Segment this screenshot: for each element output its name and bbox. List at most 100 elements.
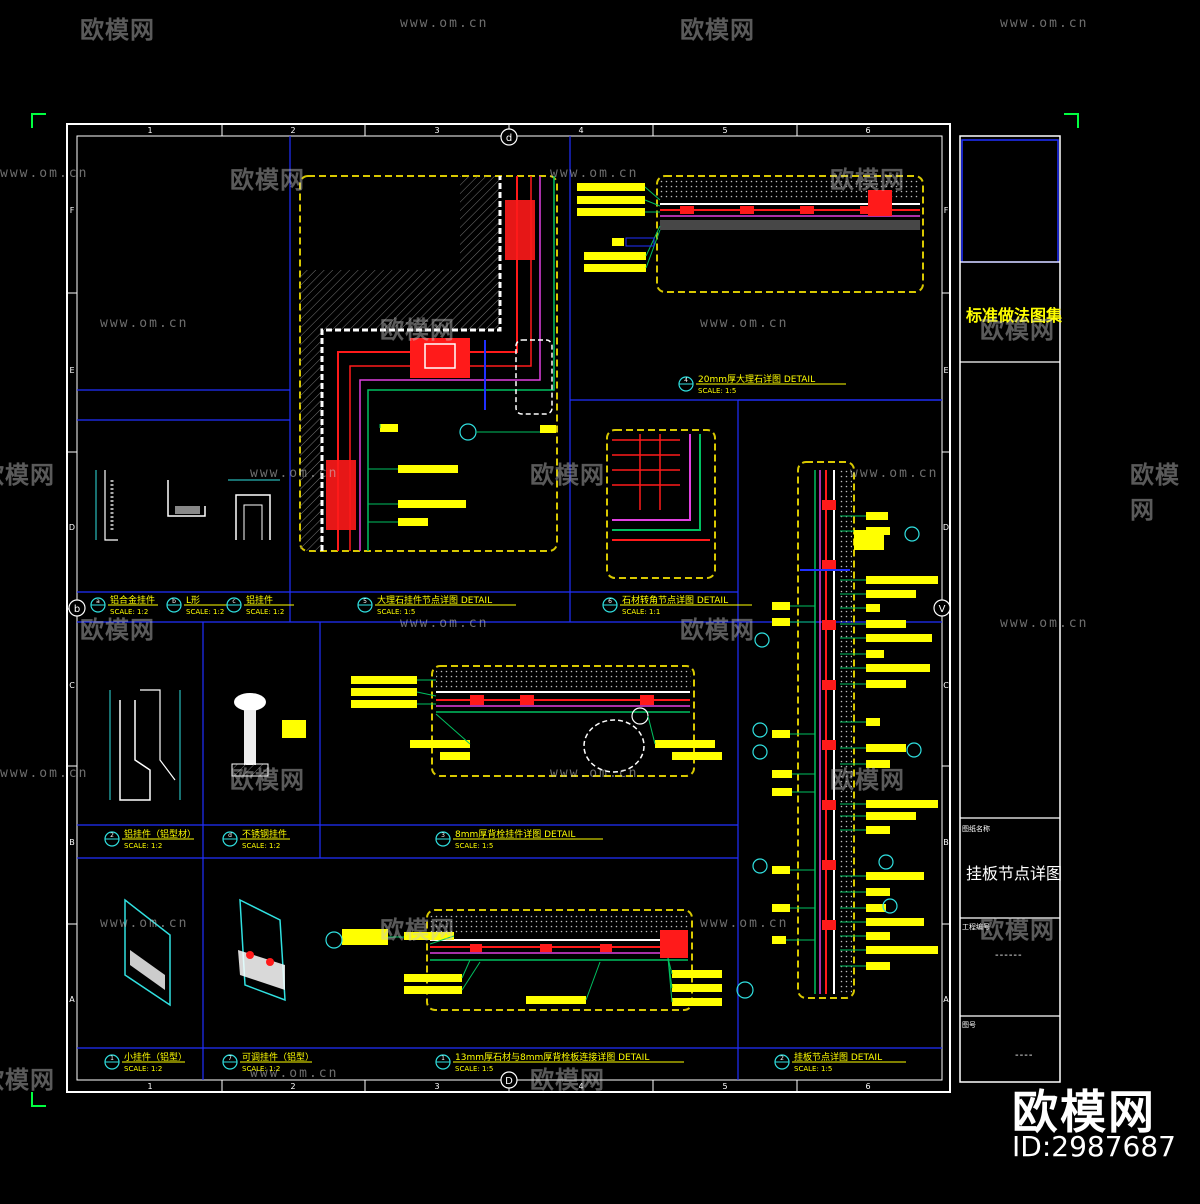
leader-line	[435, 713, 471, 745]
leader-line	[645, 229, 661, 269]
grid-row-label: C	[943, 681, 949, 690]
leader-line	[429, 935, 455, 945]
detail-scale: SCALE: 1:5	[377, 608, 415, 616]
title-block-sheet-name: 挂板节点详图	[966, 864, 1063, 883]
leader-line	[667, 957, 673, 1003]
brand-logo: 欧模网	[1012, 1085, 1156, 1139]
detail-number: 4	[684, 377, 688, 384]
callout-label	[398, 500, 466, 508]
grid-row-label: D	[943, 523, 949, 532]
profile-fill	[175, 506, 200, 514]
concrete-base	[430, 913, 688, 935]
bracket-assembly	[868, 190, 892, 216]
grid-row-label: F	[944, 206, 949, 215]
enlarge-marker	[515, 339, 553, 415]
detail-title: 13mm厚石材与8mm厚背栓板连接详图 DETAIL	[455, 1051, 649, 1063]
callout-label	[866, 576, 938, 584]
index-bubble	[459, 423, 477, 441]
detail-title: 可调挂件（铝型）	[242, 1051, 314, 1063]
grid-row-label: C	[69, 681, 75, 690]
callout-label	[612, 238, 624, 246]
callout-label	[854, 530, 884, 550]
bolt-shank	[244, 710, 256, 765]
callout-label	[866, 634, 932, 642]
section-bubble-label: d	[506, 133, 512, 144]
finish-line	[612, 434, 701, 531]
anchor-clip	[470, 944, 482, 952]
title-block-field-label: 图号	[962, 1021, 976, 1029]
detail-scale: SCALE: 1:2	[186, 608, 224, 616]
detail-scale: SCALE: 1:5	[698, 387, 736, 395]
section-bubble-left	[68, 599, 86, 617]
detail-number: c	[232, 598, 235, 605]
callout-label	[655, 740, 715, 748]
callout-label	[866, 744, 906, 752]
bracket-assembly	[660, 930, 688, 958]
callout-label	[866, 812, 916, 820]
detail-scale: SCALE: 1:2	[124, 842, 162, 850]
anchor-clip	[822, 500, 836, 510]
bolt-base	[231, 763, 269, 777]
callout-label	[772, 904, 790, 912]
callout-label	[866, 590, 916, 598]
detail-title: 铝挂件（铝型材）	[124, 828, 196, 840]
detail-scale: SCALE: 1:5	[455, 1065, 493, 1073]
grid-column-label: 3	[434, 1082, 439, 1091]
grid-row-label: E	[943, 366, 948, 375]
anchor-clip	[680, 206, 694, 214]
detail-scale: SCALE: 1:2	[124, 1065, 162, 1073]
callout-label	[866, 680, 906, 688]
callout-label	[772, 730, 790, 738]
detail-number: 7	[228, 1055, 232, 1062]
leader-line	[461, 961, 481, 991]
grid-column-label: 5	[722, 126, 727, 135]
detail-scale: SCALE: 1:2	[110, 608, 148, 616]
callout-label	[772, 770, 792, 778]
detail-title: 挂板节点详图 DETAIL	[794, 1051, 882, 1063]
iso-clip-face	[238, 950, 285, 990]
callout-label	[398, 518, 428, 526]
detail-number: 6	[608, 598, 612, 605]
callout-label	[380, 424, 398, 432]
leader-line	[644, 186, 661, 201]
detail-scale: SCALE: 1:1	[622, 608, 660, 616]
callout-label	[866, 664, 930, 672]
callout-label	[866, 962, 890, 970]
callout-label	[404, 974, 462, 982]
title-block-title: 标准做法图集	[966, 306, 1063, 325]
detail-title: 铝挂件	[246, 594, 273, 606]
anchor-clip	[860, 206, 874, 214]
iso-clip-outline	[124, 898, 171, 1007]
callout-label	[866, 904, 886, 912]
section-bubble-label: D	[505, 1076, 513, 1087]
callout-label	[540, 425, 556, 433]
iso-clip-hole	[246, 951, 254, 959]
section-bubble-top	[500, 128, 518, 146]
grid-column-label: 2	[290, 126, 295, 135]
callout-label	[866, 604, 880, 612]
section-bubble-label: b	[74, 604, 80, 615]
iso-clip-hole	[266, 958, 274, 966]
index-bubble	[752, 744, 768, 760]
index-bubble	[752, 722, 768, 738]
leader-line	[645, 225, 661, 257]
detail-scale: SCALE: 1:2	[242, 1065, 280, 1073]
wall-outline	[320, 176, 502, 551]
anchor-clip	[822, 740, 836, 750]
detail-number: a	[96, 598, 100, 605]
callout-label	[866, 718, 880, 726]
detail-title: 大理石挂件节点详图 DETAIL	[377, 594, 492, 606]
index-bubble	[878, 854, 894, 870]
detail-title: 20mm厚大理石详图 DETAIL	[698, 373, 815, 385]
detail-number: 3	[441, 832, 445, 839]
callout-label	[866, 650, 884, 658]
grid-row-label: D	[69, 523, 75, 532]
detail-scale: SCALE: 1:2	[246, 608, 284, 616]
grid-column-label: 1	[147, 126, 152, 135]
anchor-clip	[740, 206, 754, 214]
callout-label	[866, 888, 890, 896]
concrete-base	[840, 470, 852, 994]
index-bubble	[882, 898, 898, 914]
anchor-clip	[540, 944, 552, 952]
bracket-detail	[424, 343, 456, 369]
